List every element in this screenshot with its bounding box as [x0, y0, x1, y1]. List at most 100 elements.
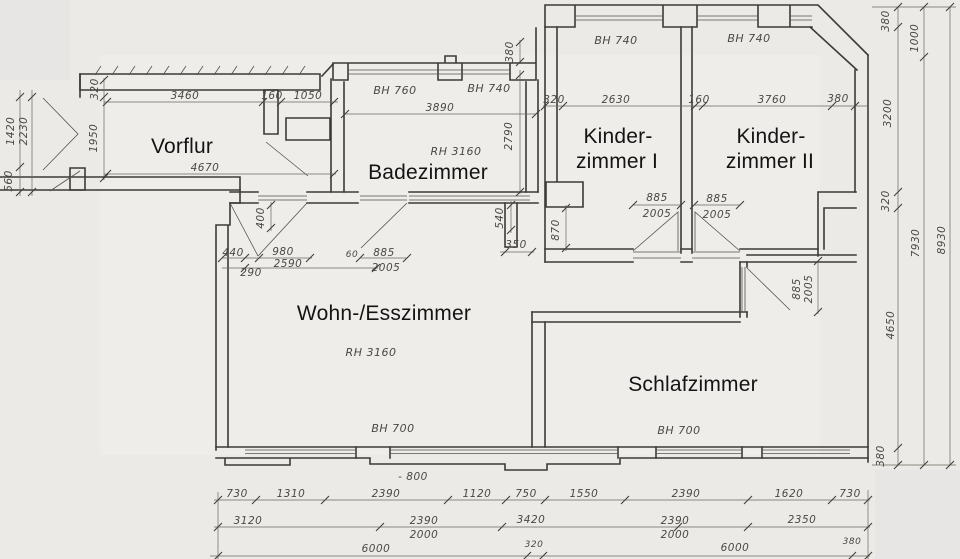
wall-right — [854, 54, 869, 463]
dim-label-870: 870 — [550, 219, 562, 241]
room-label-schlafzimmer: Schlafzimmer — [628, 373, 758, 396]
wall-right-niche — [817, 191, 857, 257]
dim-lines-right — [872, 6, 956, 466]
room-label-vorflur: Vorflur — [151, 135, 213, 158]
dim-label-door1-2005: 2005 — [643, 208, 672, 220]
paper-shade — [0, 0, 70, 80]
window-glazing-top — [348, 15, 812, 75]
dim-label-160: 160 — [261, 90, 283, 102]
dim-label-2590: 2590 — [274, 258, 303, 270]
dim-ticks-doors — [217, 200, 823, 317]
dim-label-b-3120: 3120 — [234, 515, 263, 527]
dim-label-c-320: 320 — [525, 540, 544, 550]
note-rh3160-bad: RH 3160 — [431, 145, 482, 158]
wall-wohn-left — [215, 202, 231, 451]
dim-label-kz-380: 380 — [827, 93, 849, 105]
dim-label-4670: 4670 — [191, 162, 220, 174]
dim-label-c-6000-right: 6000 — [721, 542, 750, 554]
dim-label-b-2350: 2350 — [788, 514, 817, 526]
dim-label-door2-885: 885 — [706, 193, 728, 205]
entry-door-arrow — [42, 97, 81, 192]
dim-label-350: 350 — [505, 239, 527, 251]
dim-label-r8930: 8930 — [936, 226, 948, 255]
dim-label-b-2390-right: 2390 — [661, 515, 690, 527]
dim-label-3890: 3890 — [426, 102, 455, 114]
wall-bottom — [215, 446, 869, 471]
note-rh3160-wohn: RH 3160 — [346, 346, 397, 359]
note-bh740-bad: BH 740 — [467, 82, 510, 95]
dim-label-a-730-right: 730 — [839, 488, 861, 500]
dim-label-r4650: 4650 — [885, 311, 897, 340]
dim-label-60: 60 — [346, 250, 358, 260]
dim-label-b-2000-right: 2000 — [661, 529, 690, 541]
dim-label-a-750: 750 — [515, 488, 537, 500]
dim-label-r7930: 7930 — [910, 229, 922, 258]
wall-kinder-bottom — [544, 248, 857, 263]
dim-ticks-kinder-top — [540, 101, 860, 111]
wall-wohn-schlaf — [531, 311, 546, 448]
wall-bad-right — [525, 79, 539, 193]
room-label-wohn-esszimmer: Wohn-/Esszimmer — [297, 302, 471, 325]
room-label-badezimmer: Badezimmer — [368, 161, 488, 184]
room-label-kinderzimmer2-line1: Kinder- — [736, 125, 805, 148]
dim-lines-plan — [19, 40, 868, 314]
door-sills-kinder — [633, 251, 746, 312]
dim-label-kz-320: 320 — [543, 94, 565, 106]
dim-label-3460: 3460 — [171, 90, 200, 102]
dim-label-door4-885: 885 — [373, 247, 395, 259]
note-bh760-bad: BH 760 — [373, 84, 416, 97]
dim-label-540: 540 — [494, 207, 506, 229]
dim-label-r1000: 1000 — [909, 24, 921, 53]
dim-label-r380-top: 380 — [880, 10, 892, 32]
dim-label-b-3420: 3420 — [517, 514, 546, 526]
dim-label-r380-bottom: 380 — [875, 445, 887, 467]
dim-label-a-1620: 1620 — [775, 488, 804, 500]
dim-label-door3-2005: 2005 — [803, 275, 815, 304]
dim-label-a-1120: 1120 — [463, 488, 492, 500]
room-label-kinderzimmer1-line1: Kinder- — [583, 125, 652, 148]
dim-label-b-2390-left: 2390 — [410, 515, 439, 527]
dim-ticks-row-a — [213, 495, 873, 505]
dim-label-1050: 1050 — [294, 90, 323, 102]
wall-wohn-top — [229, 191, 539, 204]
dim-label-vorflur-320: 320 — [89, 78, 101, 100]
dim-label-vorflur-1950: 1950 — [88, 124, 100, 153]
note-ca800: - 800 — [398, 471, 428, 483]
wall-kinder-top — [544, 4, 870, 72]
dim-label-r320: 320 — [880, 190, 892, 212]
dim-label-r3200: 3200 — [882, 99, 894, 128]
dim-label-a-730-left: 730 — [226, 488, 248, 500]
wall-bottom-piers — [355, 446, 763, 459]
wall-hall-stub — [504, 202, 518, 248]
window-and-door-lines — [42, 15, 850, 454]
dim-label-290: 290 — [240, 267, 262, 279]
wall-schlaf-door — [739, 261, 748, 318]
wall-stair-niche — [263, 89, 331, 141]
dim-label-c-6000-left: 6000 — [362, 543, 391, 555]
dimension-lines — [15, 2, 956, 559]
wall-kinder1-left — [544, 26, 584, 263]
window-glazing-bottom — [245, 449, 850, 454]
note-bh740-kinder1: BH 740 — [594, 34, 637, 47]
note-bh700-schlaf: BH 700 — [657, 424, 700, 437]
dim-label-a-2390-left: 2390 — [372, 488, 401, 500]
room-label-kinderzimmer2-line2: zimmer II — [726, 150, 814, 173]
wall-vorflur-bottom — [0, 176, 241, 191]
paper-highlight — [100, 55, 820, 455]
dim-label-door4-2005: 2005 — [372, 262, 401, 274]
dim-label-bad-380: 380 — [504, 41, 516, 63]
labels: Vorflur Badezimmer Kinder- zimmer I Kind… — [3, 10, 948, 555]
dim-label-kz-3760: 3760 — [758, 94, 787, 106]
dim-label-door1-885: 885 — [646, 192, 668, 204]
dim-label-kz-2630: 2630 — [602, 94, 631, 106]
dim-lines-bottom — [210, 490, 870, 559]
dim-label-door2-2005: 2005 — [703, 209, 732, 221]
wall-hatch-ticks — [94, 65, 306, 76]
dim-label-a-1550: 1550 — [570, 488, 599, 500]
dim-label-980: 980 — [272, 246, 294, 258]
wall-kinder-party — [680, 26, 693, 254]
dim-ticks-right — [893, 2, 955, 470]
dim-label-c-380: 380 — [843, 537, 862, 547]
room-label-kinderzimmer1-line2: zimmer I — [576, 150, 658, 173]
